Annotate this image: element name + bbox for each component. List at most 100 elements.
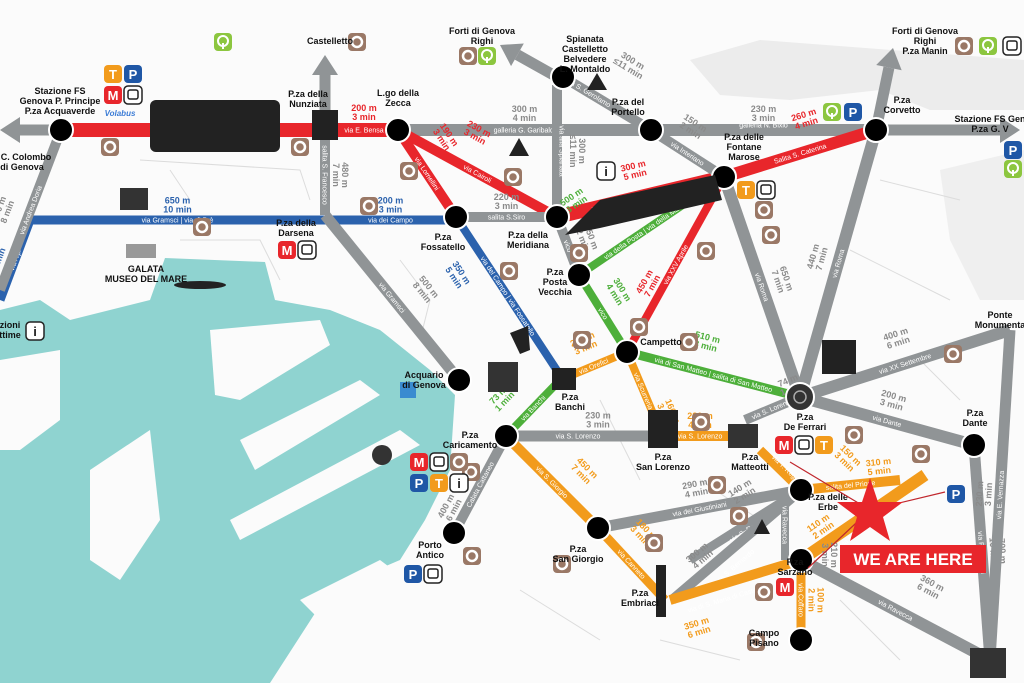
junction-node[interactable] bbox=[385, 117, 411, 143]
bus-icon[interactable] bbox=[123, 85, 143, 105]
tram-icon[interactable]: T bbox=[737, 181, 755, 199]
route-line[interactable] bbox=[798, 391, 976, 451]
route-line[interactable] bbox=[794, 128, 882, 399]
monument-icon[interactable] bbox=[291, 138, 309, 156]
route-line[interactable] bbox=[594, 524, 669, 604]
monument-icon[interactable] bbox=[912, 445, 930, 463]
route-line[interactable] bbox=[718, 175, 806, 399]
monument-icon[interactable] bbox=[755, 583, 773, 601]
metro-icon[interactable]: M bbox=[775, 436, 793, 454]
monument-icon[interactable] bbox=[463, 547, 481, 565]
route-line[interactable] bbox=[668, 555, 803, 605]
route-line[interactable] bbox=[800, 475, 901, 495]
parking-icon[interactable]: P bbox=[124, 65, 142, 83]
metro-icon[interactable]: M bbox=[104, 86, 122, 104]
junction-node[interactable] bbox=[441, 520, 467, 546]
bus-icon[interactable] bbox=[1002, 36, 1022, 56]
park-icon[interactable] bbox=[823, 103, 841, 121]
route-line[interactable] bbox=[798, 554, 993, 666]
tram-icon[interactable]: T bbox=[104, 65, 122, 83]
info-icon[interactable]: i bbox=[25, 321, 45, 341]
monument-icon[interactable] bbox=[762, 226, 780, 244]
route-line[interactable] bbox=[668, 486, 805, 604]
parking-icon[interactable]: P bbox=[404, 565, 422, 583]
restaurant-icon[interactable] bbox=[423, 564, 443, 584]
route-line[interactable] bbox=[722, 124, 878, 183]
monument-icon[interactable] bbox=[193, 218, 211, 236]
junction-node[interactable] bbox=[638, 117, 664, 143]
bus-icon[interactable] bbox=[429, 452, 449, 472]
junction-node[interactable] bbox=[788, 627, 814, 653]
parking-icon[interactable]: P bbox=[1004, 141, 1022, 159]
monument-icon[interactable] bbox=[944, 345, 962, 363]
monument-icon[interactable] bbox=[101, 138, 119, 156]
info-icon[interactable]: i bbox=[449, 473, 469, 493]
parking-icon[interactable]: P bbox=[947, 485, 965, 503]
monument-icon[interactable] bbox=[573, 331, 591, 349]
parking-icon[interactable]: P bbox=[844, 103, 862, 121]
route-line[interactable] bbox=[502, 432, 602, 532]
metro-icon[interactable]: M bbox=[410, 453, 428, 471]
route-line[interactable] bbox=[596, 484, 803, 534]
monument-icon[interactable] bbox=[755, 201, 773, 219]
tram-icon[interactable]: T bbox=[815, 436, 833, 454]
route-line[interactable] bbox=[452, 214, 564, 378]
junction-node[interactable] bbox=[614, 339, 640, 365]
park-icon[interactable] bbox=[979, 37, 997, 55]
monument-icon[interactable] bbox=[500, 262, 518, 280]
bus-icon[interactable] bbox=[297, 240, 317, 260]
junction-node[interactable] bbox=[788, 477, 814, 503]
junction-node[interactable] bbox=[585, 515, 611, 541]
route-line[interactable] bbox=[393, 127, 461, 220]
route-line[interactable] bbox=[395, 125, 560, 222]
monument-icon[interactable] bbox=[697, 242, 715, 260]
junction-node[interactable] bbox=[788, 547, 814, 573]
info-icon[interactable]: i bbox=[596, 161, 616, 181]
monument-icon[interactable] bbox=[450, 453, 468, 471]
route-line[interactable] bbox=[798, 324, 1012, 403]
parking-icon[interactable]: P bbox=[410, 474, 428, 492]
junction-node[interactable] bbox=[863, 117, 889, 143]
monument-icon[interactable] bbox=[708, 476, 726, 494]
route-line[interactable] bbox=[560, 72, 654, 135]
bus-icon[interactable] bbox=[794, 435, 814, 455]
fountain-node-de-ferrari[interactable] bbox=[785, 382, 815, 412]
junction-node[interactable] bbox=[446, 367, 472, 393]
monument-icon[interactable] bbox=[730, 507, 748, 525]
junction-node[interactable] bbox=[443, 204, 469, 230]
monument-icon[interactable] bbox=[570, 244, 588, 262]
junction-node[interactable] bbox=[48, 117, 74, 143]
monument-icon[interactable] bbox=[955, 37, 973, 55]
route-line[interactable] bbox=[575, 272, 631, 355]
monument-icon[interactable] bbox=[504, 168, 522, 186]
metro-icon[interactable]: M bbox=[278, 241, 296, 259]
junction-node[interactable] bbox=[566, 262, 592, 288]
park-icon[interactable] bbox=[1004, 160, 1022, 178]
monument-icon[interactable] bbox=[680, 333, 698, 351]
junction-node[interactable] bbox=[493, 423, 519, 449]
route-line[interactable] bbox=[625, 347, 802, 402]
route-line[interactable] bbox=[449, 433, 511, 536]
monument-icon[interactable] bbox=[348, 33, 366, 51]
junction-node[interactable] bbox=[550, 64, 576, 90]
monument-icon[interactable] bbox=[845, 426, 863, 444]
metro-icon[interactable]: M bbox=[776, 578, 794, 596]
monument-icon[interactable] bbox=[747, 633, 765, 651]
bus-icon[interactable] bbox=[756, 180, 776, 200]
route-line[interactable] bbox=[0, 128, 66, 292]
route-line[interactable] bbox=[984, 329, 1016, 661]
park-icon[interactable] bbox=[478, 47, 496, 65]
monument-icon[interactable] bbox=[630, 318, 648, 336]
